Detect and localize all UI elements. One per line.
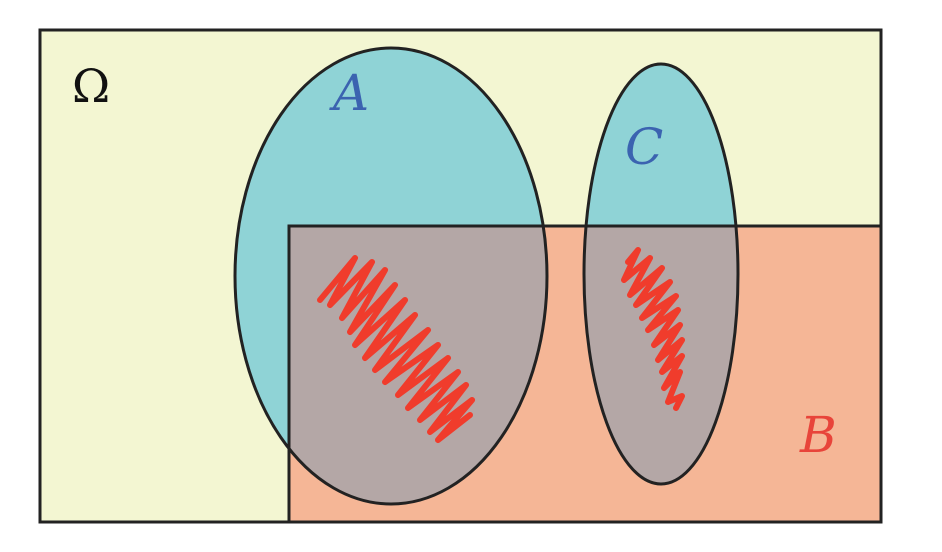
- set-a-label: A: [329, 64, 369, 122]
- universe-label: Ω: [72, 59, 110, 113]
- scribble-a-intersect-b: [317, 255, 475, 443]
- set-b-label: B: [799, 406, 837, 464]
- set-a-outline: [233, 46, 549, 506]
- scribble-c-intersect-b: [621, 247, 685, 411]
- set-c-outline: [582, 62, 740, 486]
- set-c-label: C: [625, 118, 663, 176]
